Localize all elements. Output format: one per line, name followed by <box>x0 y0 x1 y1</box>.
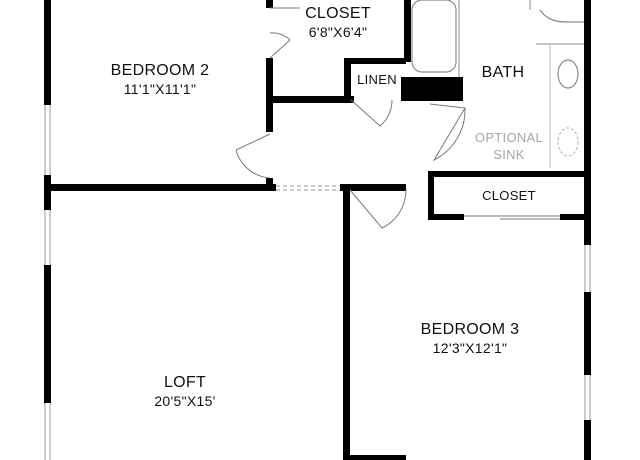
doors <box>235 7 560 229</box>
wall-bedroom2-right <box>266 58 273 132</box>
door-bedroom2 <box>235 133 271 179</box>
room-name: BEDROOM 3 <box>420 321 520 338</box>
wall-right-2 <box>584 292 591 375</box>
wall-closet-bottom-left <box>428 214 464 220</box>
door-linen <box>350 99 393 127</box>
room-label-bedroom3: BEDROOM 3 12'3"X12'1" <box>390 320 550 357</box>
room-dimensions: 20'5"X15' <box>154 393 216 409</box>
wall-right-1 <box>584 175 591 245</box>
room-dimensions: 12'3"X12'1" <box>432 340 508 356</box>
wall-bedroom3-left <box>343 190 350 460</box>
wall-closet-right <box>404 0 411 62</box>
toilet <box>539 9 584 23</box>
room-label-linen: LINEN <box>351 70 403 89</box>
wall-bottom-mid <box>350 455 406 460</box>
windows <box>44 105 591 460</box>
wall-linen-left <box>344 58 351 102</box>
bathtub <box>411 0 457 73</box>
room-dimensions: 11'1"X11'1" <box>123 81 197 97</box>
room-name: CLOSET <box>482 188 536 203</box>
wall-bath-bottom <box>428 171 591 177</box>
wall-closet-bottom-right <box>560 214 591 220</box>
wall-bedroom2-bottom <box>44 184 276 191</box>
wall-left-upper <box>44 0 51 105</box>
wall-bath-block <box>401 77 463 101</box>
wall-right-3 <box>584 420 591 460</box>
bath-fixtures <box>411 0 584 168</box>
room-name: LINEN <box>357 72 397 87</box>
room-name: BEDROOM 2 <box>110 62 210 79</box>
door-closet-top <box>269 7 300 59</box>
room-name: LOFT <box>163 374 207 391</box>
room-dimensions: 6'8"X6'4" <box>308 24 368 40</box>
room-label-bedroom2: BEDROOM 2 11'1"X11'1" <box>80 61 240 98</box>
room-label-closet-right: CLOSET <box>468 186 550 205</box>
optional-label: OPTIONAL <box>474 130 544 145</box>
room-label-bath: BATH <box>466 63 540 82</box>
optional-sink-bowl <box>557 127 579 157</box>
wall-left-lower <box>44 265 51 403</box>
label-optional-sink: OPTIONAL SINK <box>468 129 550 163</box>
room-name: CLOSET <box>305 5 371 22</box>
room-label-loft: LOFT 20'5"X15' <box>120 373 250 410</box>
sink <box>557 59 579 89</box>
wall-closet-left <box>428 171 434 219</box>
door-bath <box>429 103 466 162</box>
room-name: BATH <box>481 64 525 81</box>
wall-left-mid <box>44 175 51 210</box>
wall-bedroom2-right-low <box>266 178 273 191</box>
wall-linen-top <box>344 58 406 64</box>
wall-bedroom2-right-top <box>266 0 273 8</box>
loft-opening <box>276 185 340 191</box>
door-bedroom3 <box>349 189 407 229</box>
wall-hall-top <box>266 96 354 103</box>
room-label-closet-top: CLOSET 6'8"X6'4" <box>286 4 390 41</box>
wall-bath-right <box>584 0 591 175</box>
sink-label: SINK <box>493 147 525 162</box>
wall-bedroom2-bottom-right <box>340 184 406 191</box>
walls <box>44 0 591 460</box>
